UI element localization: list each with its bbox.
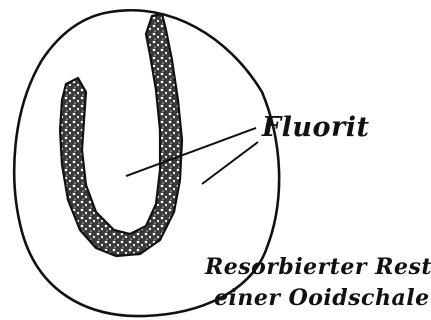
resorbed-rest-label-line2: einer Ooidschale (214, 285, 430, 311)
resorbed-rest-label-line1: Resorbierter Rest (205, 254, 431, 280)
fluorit-label: Fluorit (262, 112, 370, 143)
leader-line-outer (202, 142, 258, 184)
leader-line-inner (126, 128, 256, 176)
fluorite-u-shape (60, 14, 182, 256)
